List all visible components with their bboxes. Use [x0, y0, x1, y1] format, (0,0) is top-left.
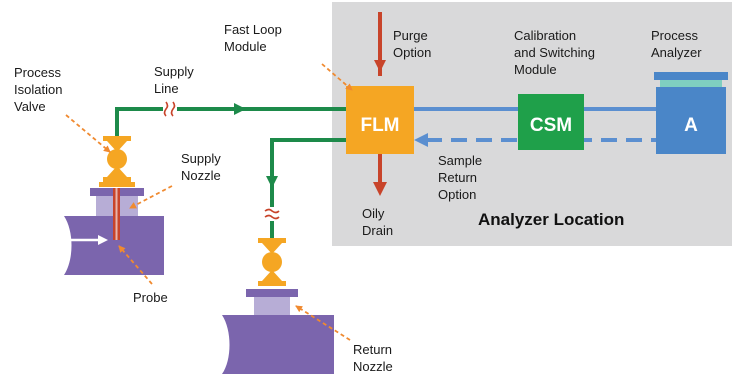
calibration-switching-label: Calibration and Switching Module — [514, 28, 599, 77]
sample-return-arrow — [414, 133, 428, 147]
supply-valve-flange-bottom — [99, 182, 135, 187]
supply-line — [115, 107, 346, 136]
probe-label: Probe — [133, 290, 168, 305]
csm-label: CSM — [530, 115, 572, 136]
analyzer-label: A — [684, 115, 698, 136]
analyzer-top-plate — [654, 72, 728, 80]
analyzer-top-screen — [660, 80, 722, 87]
supply-line-label: Supply Line — [154, 64, 197, 96]
oily-drain-label: Oily Drain — [362, 206, 393, 238]
process-isolation-valve — [103, 136, 131, 182]
callout-valve — [65, 114, 111, 153]
flm-box — [346, 86, 414, 154]
supply-process-pipe — [64, 216, 164, 275]
supply-nozzle-label: Supply Nozzle — [181, 151, 224, 183]
fast-loop-module-label: Fast Loop Module — [224, 22, 285, 54]
return-nozzle-flange — [246, 289, 298, 297]
sample-return-label: Sample Return Option — [438, 153, 486, 202]
line-break-symbol — [163, 101, 177, 117]
csm-box — [518, 94, 584, 150]
callout-probe — [118, 245, 153, 285]
return-valve — [258, 238, 286, 286]
analyzer-box — [656, 87, 726, 154]
return-nozzle — [254, 297, 290, 315]
return-line — [270, 138, 346, 238]
process-isolation-valve-label: Process Isolation Valve — [14, 65, 66, 114]
callout-supply-nozzle — [129, 185, 173, 209]
analyzer-location-label: Analyzer Location — [478, 210, 624, 229]
flm-label: FLM — [360, 115, 399, 136]
callout-return-nozzle — [295, 305, 351, 341]
return-process-pipe — [222, 315, 334, 374]
process-analyzer-label: Process Analyzer — [651, 28, 702, 60]
return-nozzle-label: Return Nozzle — [353, 342, 396, 374]
line-break-symbol — [264, 207, 280, 221]
purge-option-label: Purge Option — [393, 28, 431, 60]
